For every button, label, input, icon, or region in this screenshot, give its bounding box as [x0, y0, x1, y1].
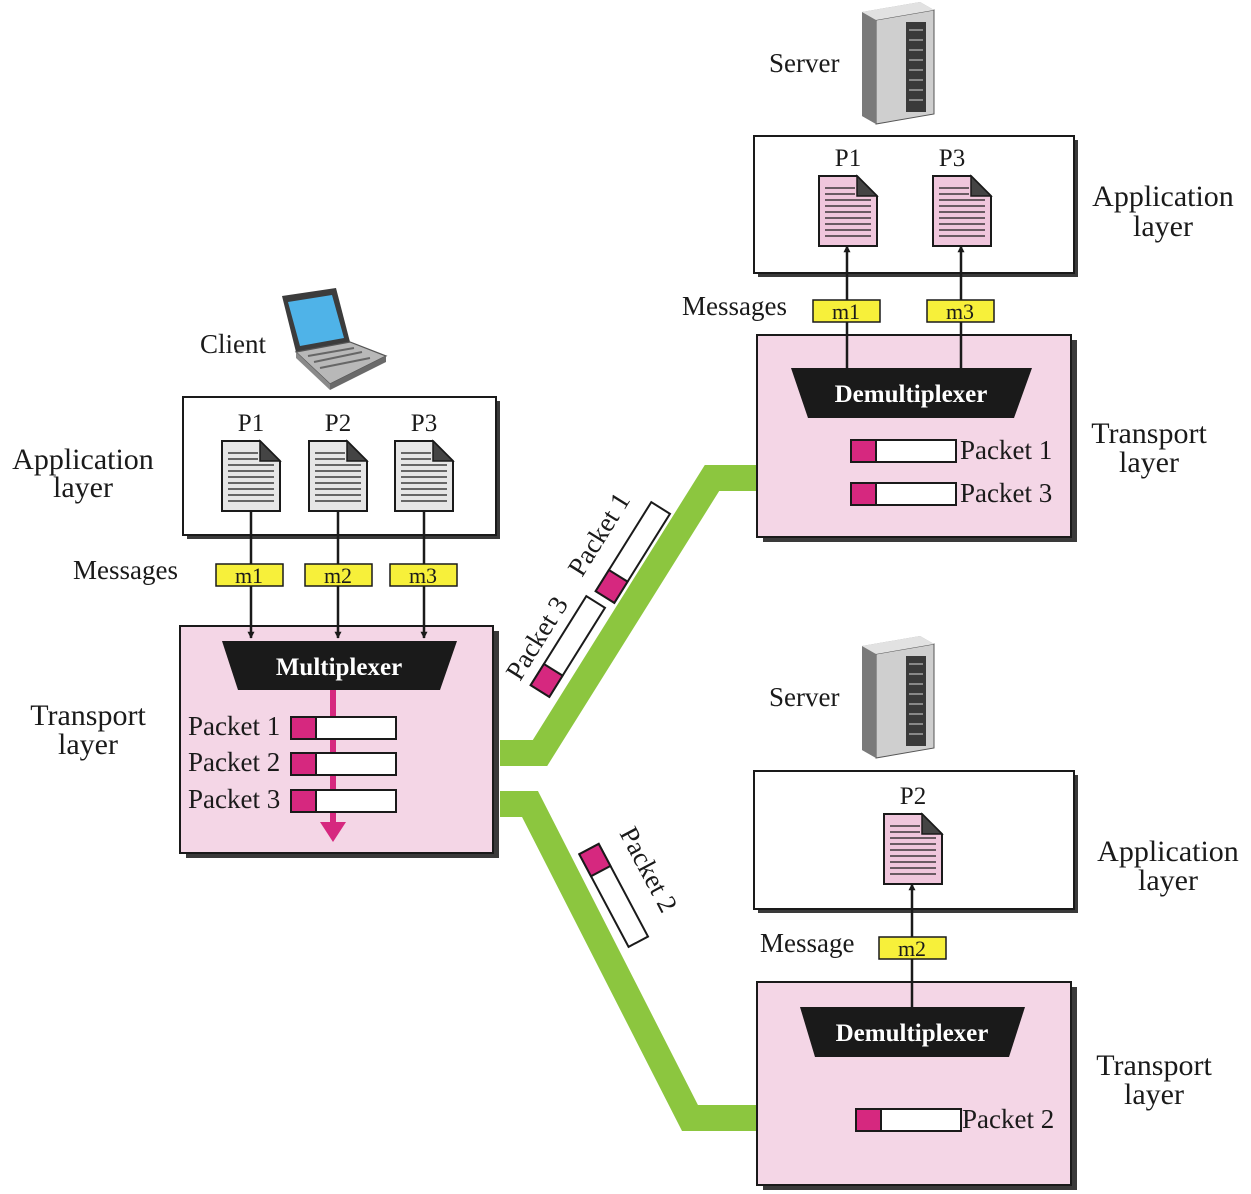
laptop-icon [282, 288, 388, 390]
transit-packet-3 [529, 594, 607, 699]
server-2-label: Server [769, 682, 839, 712]
demultiplexer-1-label: Demultiplexer [835, 381, 988, 408]
server1-process-p1: P1 [835, 145, 861, 172]
client-process-p2: P2 [325, 410, 351, 437]
client-message-m1 [215, 563, 284, 587]
client-doc-p2-icon [308, 440, 368, 512]
client-app-layer-label-1: Application [12, 443, 154, 476]
client-label: Client [200, 329, 266, 359]
server2-transport-layer-label-1: Transport [1096, 1049, 1212, 1082]
server2-process-p2: P2 [900, 783, 926, 810]
client-message-m3-label: m3 [409, 563, 437, 588]
server1-packet-3-label: Packet 3 [960, 478, 1052, 508]
server1-packet-1-label: Packet 1 [960, 435, 1052, 465]
mux-output-arrowhead [320, 822, 346, 842]
server2-doc-p2-icon [883, 813, 943, 885]
server1-messages-label: Messages [682, 291, 787, 321]
client-message-m1-label: m1 [235, 563, 263, 588]
multiplexer-shape [222, 641, 457, 690]
server-1-icon [861, 1, 935, 125]
server2-message-m2-label: m2 [898, 936, 926, 961]
client-message-m2 [304, 563, 373, 587]
server-1-label: Server [769, 48, 839, 78]
client-packet-2-label: Packet 2 [188, 747, 280, 777]
client-process-p1: P1 [238, 410, 264, 437]
server2-message-label: Message [760, 928, 854, 958]
server1-app-box [753, 135, 1075, 274]
client-messages-label: Messages [73, 555, 178, 585]
server2-app-layer-label-1: Application [1097, 835, 1239, 868]
server1-app-layer-label-2: layer [1133, 210, 1193, 243]
server1-message-m1-label: m1 [832, 299, 860, 324]
server2-transport-layer-label-2: layer [1124, 1078, 1184, 1111]
transit-packet-1 [594, 500, 672, 605]
client-packet-1-label: Packet 1 [188, 711, 280, 741]
server2-packet-2 [855, 1108, 962, 1132]
link-to-server-1 [500, 465, 757, 766]
server-2-icon [861, 635, 935, 759]
link-to-server-2 [500, 791, 757, 1131]
transit-packet-2 [577, 842, 650, 949]
client-transport-layer-label-2: layer [58, 728, 118, 761]
demultiplexer-2-shape [800, 1007, 1025, 1057]
server1-transport-layer-label-1: Transport [1091, 417, 1207, 450]
client-transport-layer-label-1: Transport [30, 699, 146, 732]
server1-process-p3: P3 [939, 145, 965, 172]
server1-packet-3 [850, 482, 957, 506]
server1-doc-p3-icon [932, 175, 992, 247]
server2-app-layer-label-2: layer [1138, 864, 1198, 897]
server2-message-m2 [878, 936, 947, 960]
client-message-m2-label: m2 [324, 563, 352, 588]
multiplexer-label: Multiplexer [276, 654, 402, 681]
server1-doc-p1-icon [818, 175, 878, 247]
server1-message-m3-label: m3 [946, 299, 974, 324]
server1-message-m1 [812, 299, 881, 323]
client-packet-1 [290, 716, 397, 740]
demultiplexer-2-label: Demultiplexer [836, 1020, 989, 1047]
client-doc-p1-icon [221, 440, 281, 512]
server1-message-m3 [926, 299, 995, 323]
client-app-layer-label-2: layer [53, 471, 113, 504]
client-packet-3 [290, 789, 397, 813]
client-packet-2 [290, 752, 397, 776]
server1-packet-1 [850, 439, 957, 463]
client-packet-3-label: Packet 3 [188, 784, 280, 814]
client-message-m3 [389, 563, 458, 587]
client-doc-p3-icon [394, 440, 454, 512]
server1-app-layer-label-1: Application [1092, 180, 1234, 213]
demultiplexer-1-shape [791, 368, 1032, 418]
server2-packet-2-label: Packet 2 [962, 1104, 1054, 1134]
server1-transport-layer-label-2: layer [1119, 446, 1179, 479]
client-process-p3: P3 [411, 410, 437, 437]
